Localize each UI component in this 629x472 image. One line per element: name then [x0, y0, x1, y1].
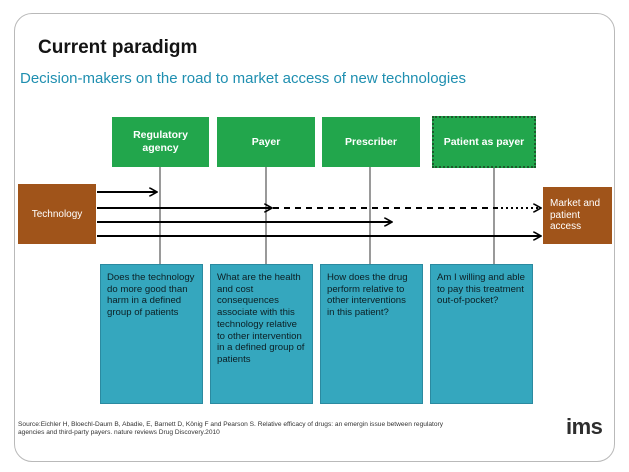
prescriber-question-box: How does the drug perform relative to ot… — [320, 264, 423, 404]
prescriber-box: Prescriber — [322, 117, 420, 167]
market-access-box: Market and patient access — [543, 187, 612, 244]
source-citation: Source:Eichler H, Bloechl-Daum B, Abadie… — [18, 421, 444, 437]
patient-question-box: Am I willing and able to pay this treatm… — [430, 264, 533, 404]
regulatory-agency-box: Regulatory agency — [112, 117, 209, 167]
payer-box: Payer — [217, 117, 315, 167]
regulatory-question-box: Does the technology do more good than ha… — [100, 264, 203, 404]
slide-subtitle: Decision-makers on the road to market ac… — [20, 70, 467, 87]
technology-box: Technology — [18, 184, 96, 244]
payer-question-box: What are the health and cost consequence… — [210, 264, 313, 404]
ims-logo: ims — [566, 414, 603, 439]
slide-title: Current paradigm — [38, 37, 198, 58]
patient-as-payer-box: Patient as payer — [432, 116, 536, 168]
